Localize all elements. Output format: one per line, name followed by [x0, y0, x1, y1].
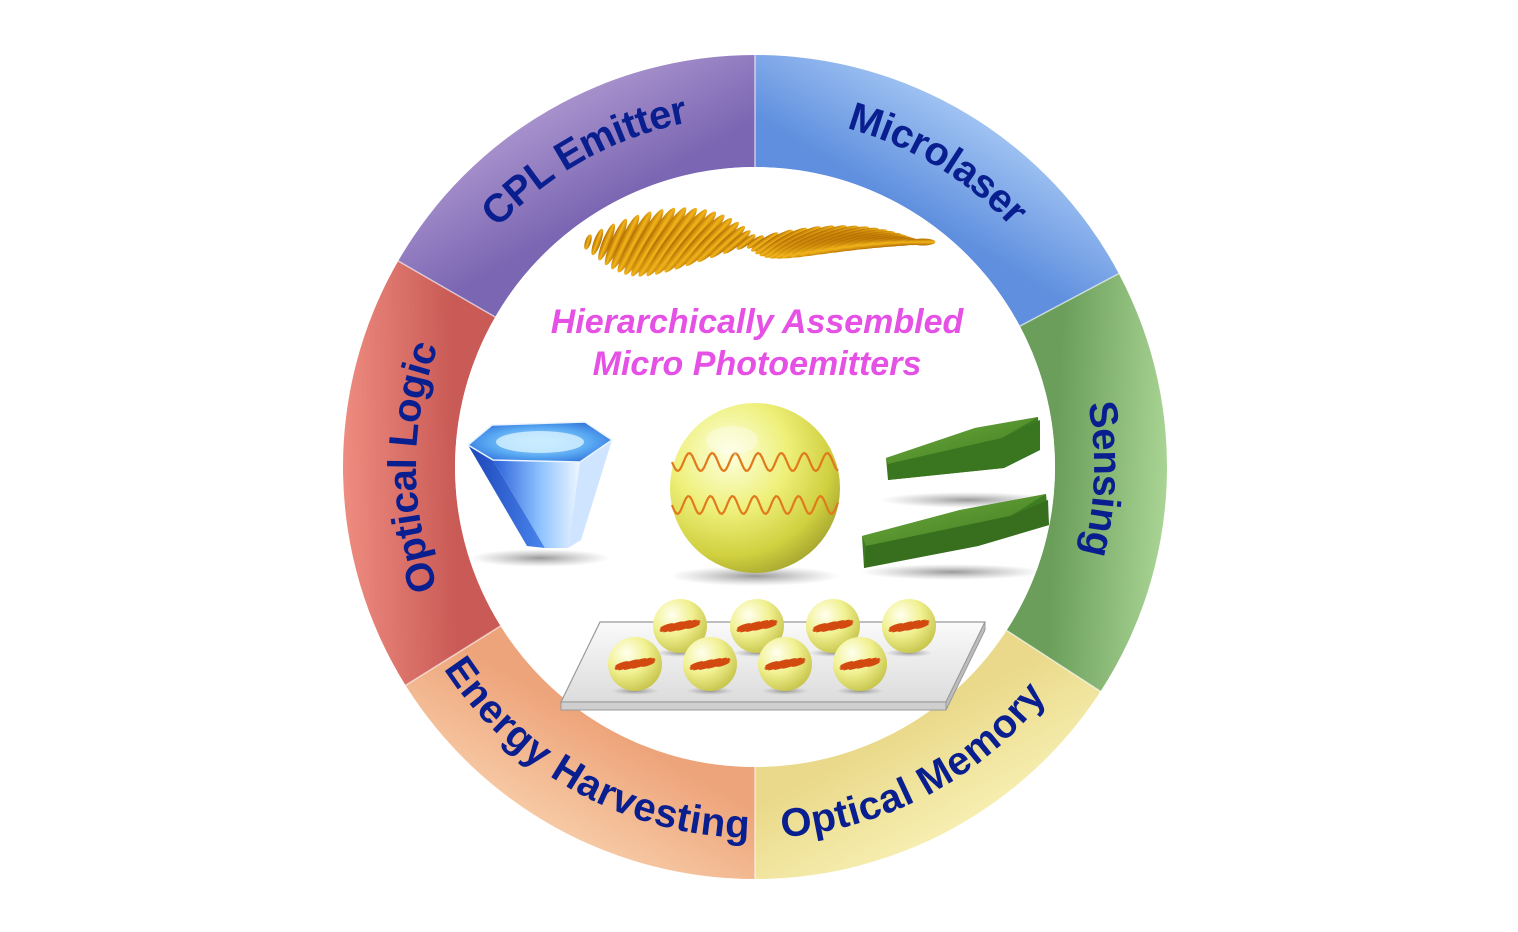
diagram-title-line1: Hierarchically Assembled	[551, 303, 965, 341]
diagram-title-line2: Micro Photoemitters	[593, 345, 922, 383]
